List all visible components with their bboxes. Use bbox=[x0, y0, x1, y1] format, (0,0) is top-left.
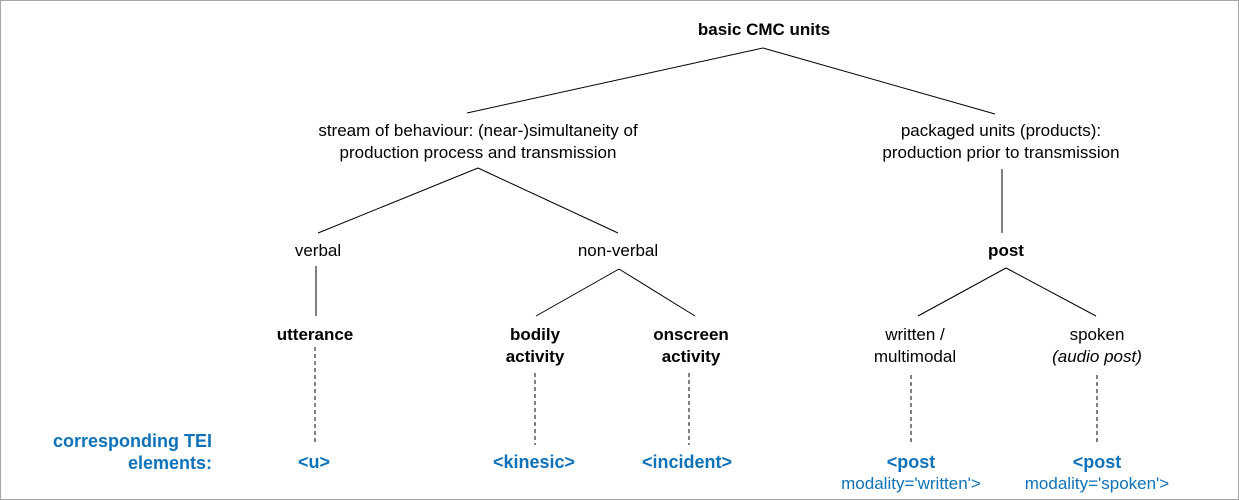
edge-nonverbal-to-bodily bbox=[535, 268, 620, 317]
node-non-verbal-label: non-verbal bbox=[577, 241, 659, 260]
tei-element-post-spoken: <post modality='spoken'> bbox=[1025, 452, 1169, 494]
node-spoken-line2: (audio post) bbox=[1052, 347, 1142, 366]
tei-element-u-label: <u> bbox=[297, 452, 331, 472]
edge-nonverbal-to-onscreen bbox=[618, 268, 696, 317]
node-packaged-line1: packaged units (products): bbox=[900, 121, 1102, 140]
node-written-multimodal: written / multimodal bbox=[874, 324, 956, 368]
edge-stream-to-verbal bbox=[317, 167, 479, 234]
node-onscreen-line2: activity bbox=[661, 347, 721, 366]
node-stream-of-behaviour: stream of behaviour: (near-)simultaneity… bbox=[318, 120, 637, 164]
tei-caption-line2: elements: bbox=[127, 453, 212, 473]
node-utterance-label: utterance bbox=[276, 325, 354, 344]
node-non-verbal: non-verbal bbox=[578, 240, 658, 262]
edge-root-to-stream bbox=[466, 47, 764, 114]
tei-caption-line1: corresponding TEI bbox=[52, 431, 212, 451]
node-bodily-line1: bodily bbox=[509, 325, 561, 344]
node-spoken-line1: spoken bbox=[1069, 325, 1125, 344]
node-stream-line2: production process and transmission bbox=[339, 143, 617, 162]
node-onscreen-activity: onscreen activity bbox=[653, 324, 729, 368]
node-written-line1: written / bbox=[885, 325, 945, 344]
tei-element-kinesic: <kinesic> bbox=[493, 452, 575, 473]
node-onscreen-line1: onscreen bbox=[653, 325, 729, 344]
node-packaged-units: packaged units (products): production pr… bbox=[882, 120, 1119, 164]
node-bodily-line2: activity bbox=[505, 347, 565, 366]
edge-stream-to-nonverbal bbox=[477, 167, 619, 234]
node-verbal-label: verbal bbox=[294, 241, 342, 260]
tei-element-post-written-line2: modality='written'> bbox=[841, 474, 981, 493]
node-bodily-activity: bodily activity bbox=[506, 324, 565, 368]
node-utterance: utterance bbox=[277, 324, 354, 346]
tei-caption: corresponding TEI elements: bbox=[1, 430, 212, 474]
edge-post-to-spoken bbox=[1005, 267, 1097, 317]
tei-element-u: <u> bbox=[298, 452, 330, 473]
tei-element-post-spoken-line1: <post bbox=[1072, 452, 1122, 472]
tei-element-post-written-line1: <post bbox=[886, 452, 936, 472]
tei-element-post-spoken-line2: modality='spoken'> bbox=[1024, 474, 1170, 493]
node-written-line2: multimodal bbox=[873, 347, 957, 366]
tei-element-incident: <incident> bbox=[642, 452, 732, 473]
tei-element-kinesic-label: <kinesic> bbox=[492, 452, 576, 472]
node-verbal: verbal bbox=[295, 240, 341, 262]
node-basic-cmc-units: basic CMC units bbox=[698, 19, 830, 41]
node-spoken-audio-post: spoken (audio post) bbox=[1052, 324, 1142, 368]
edge-root-to-packaged bbox=[762, 47, 996, 115]
node-stream-line1: stream of behaviour: (near-)simultaneity… bbox=[318, 121, 638, 140]
tei-element-incident-label: <incident> bbox=[641, 452, 733, 472]
node-post-label: post bbox=[988, 241, 1024, 260]
tei-element-post-written: <post modality='written'> bbox=[841, 452, 981, 494]
node-packaged-line2: production prior to transmission bbox=[882, 143, 1120, 162]
edge-post-to-written bbox=[917, 267, 1007, 317]
node-basic-cmc-units-label: basic CMC units bbox=[697, 20, 831, 39]
node-post: post bbox=[988, 240, 1024, 262]
